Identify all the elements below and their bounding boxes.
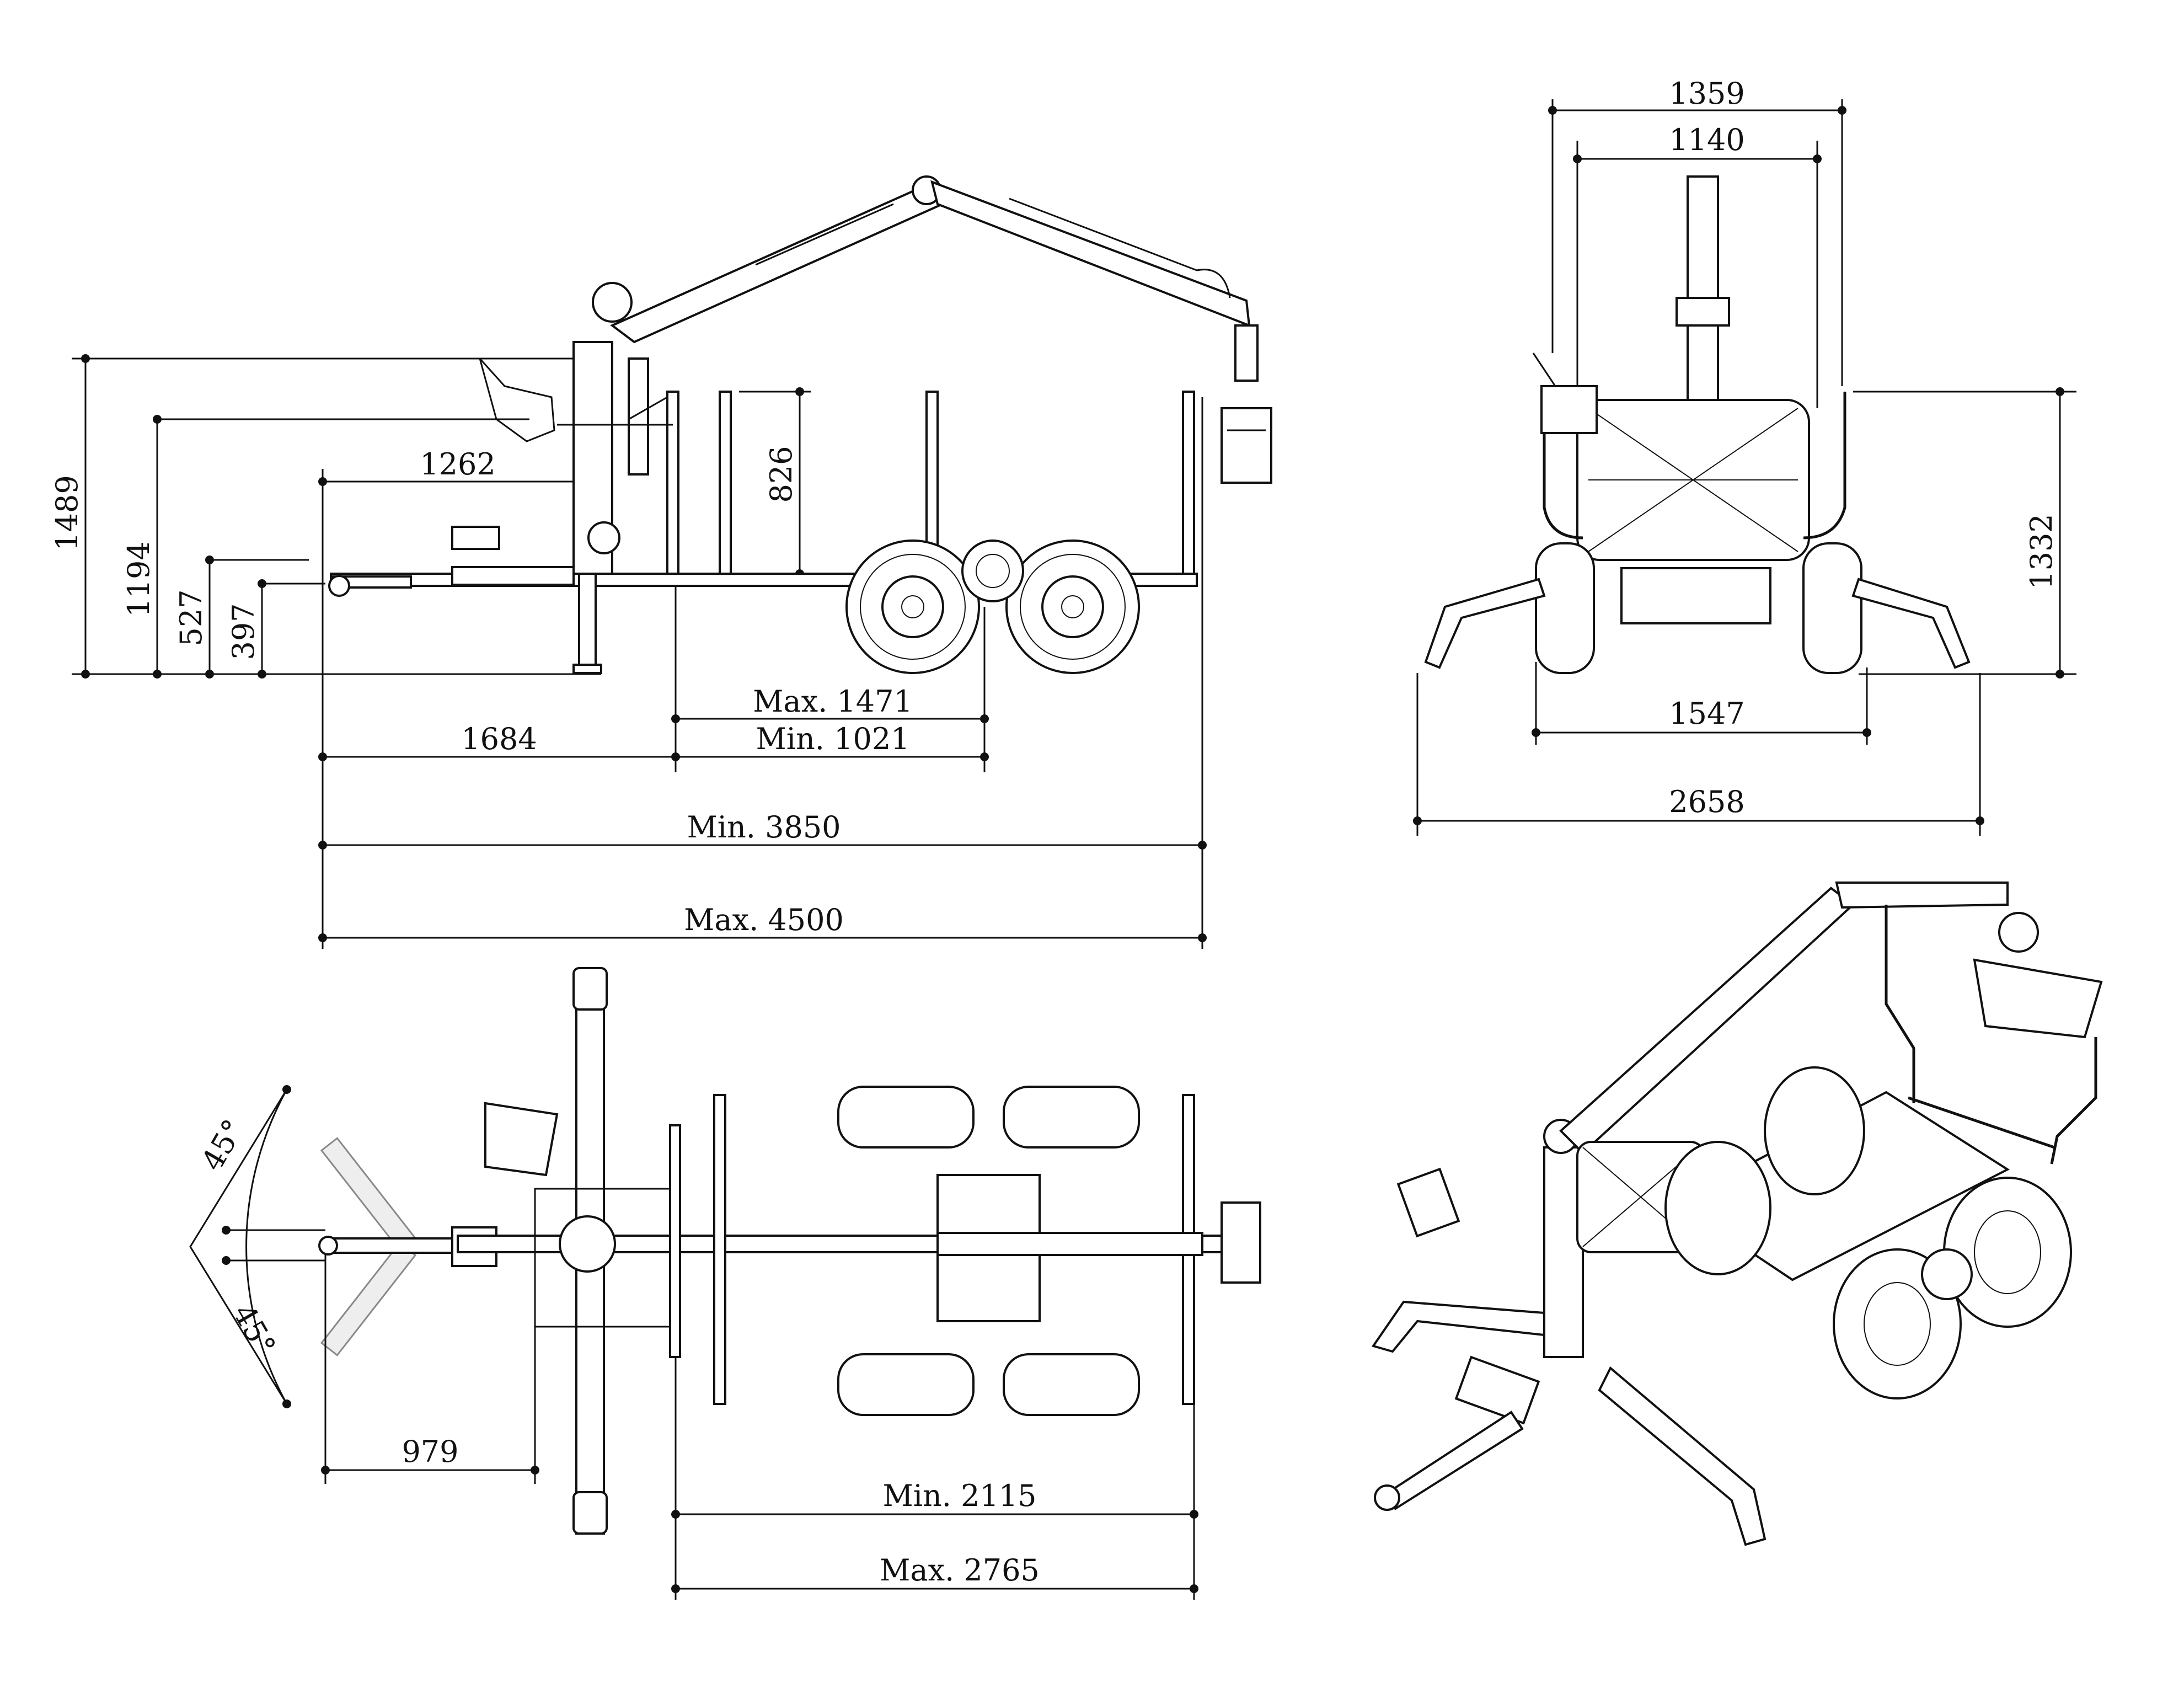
top-crane-boom (936, 1232, 1203, 1256)
iso-drawbar (1383, 1411, 1524, 1510)
side-view: 1489 1194 527 397 1262 826 Max. 1471 Min… (50, 175, 1272, 949)
dim-min-1021: Min. 1021 (756, 722, 909, 756)
swing-arc (245, 1089, 288, 1404)
stake-4 (1182, 391, 1195, 575)
iso-tire-2 (1764, 1066, 1865, 1195)
iso-bogie-hub (1921, 1248, 1973, 1300)
iso-outrigger-left (1371, 1300, 1545, 1353)
rear-left-tire (1535, 542, 1595, 674)
main-boom (610, 180, 950, 344)
dim-min-2115: Min. 2115 (882, 1478, 1036, 1513)
dim-826: 826 (764, 446, 799, 503)
rotator (1234, 324, 1259, 382)
iso-tire-1 (1664, 1141, 1771, 1275)
rear-right-tire (1802, 542, 1862, 674)
top-crane-base (559, 1215, 616, 1273)
iso-toolbox (1454, 1355, 1540, 1425)
iso-outrigger-right (1598, 1366, 1767, 1546)
dim-max-4500: Max. 4500 (684, 902, 844, 937)
left-outrigger (1424, 578, 1546, 669)
top-drawbar (324, 1237, 459, 1254)
stake-1 (666, 391, 679, 575)
iso-control-valves (1396, 1167, 1460, 1238)
dim-1194: 1194 (121, 541, 156, 617)
iso-grapple (1973, 958, 2103, 1039)
top-grapple (1221, 1201, 1261, 1284)
perspective-view (1371, 882, 2103, 1546)
dim-1332: 1332 (2024, 514, 2059, 589)
dim-max-1471: Max. 1471 (753, 684, 913, 719)
control-valve-block (479, 357, 555, 442)
right-outrigger (1851, 578, 1971, 669)
iso-rotator (1998, 912, 2039, 953)
top-tire-rl (837, 1353, 975, 1416)
toolbox (451, 526, 500, 550)
iso-outer-boom (1835, 882, 2009, 909)
dim-1262: 1262 (420, 447, 495, 482)
dim-1359: 1359 (1669, 76, 1744, 111)
stake-2 (719, 391, 732, 575)
outer-boom (930, 180, 1251, 328)
rear-view: 1359 1140 1332 1547 2658 (1413, 76, 2076, 836)
iso-tire-4 (1943, 1177, 2072, 1328)
top-view: 45° 45° 979 Min. 2115 Max. 2765 (189, 967, 1261, 1600)
top-tire-rr (1003, 1353, 1140, 1416)
crane-slewing-head (592, 282, 633, 323)
bogie-hub (961, 539, 1024, 602)
dim-527: 527 (174, 589, 208, 646)
dim-397: 397 (226, 603, 261, 660)
rear-control-valves (1540, 385, 1598, 434)
angle-lower: 45° (226, 1299, 282, 1361)
top-tire-fr (1003, 1086, 1140, 1149)
dim-1140: 1140 (1669, 122, 1744, 157)
dim-1684: 1684 (461, 722, 537, 756)
top-tire-fl (837, 1086, 975, 1149)
dim-max-2765: Max. 2765 (880, 1553, 1040, 1588)
wheel-front (845, 539, 980, 674)
swing-range-lines (189, 1089, 288, 1404)
dim-1547: 1547 (1669, 696, 1744, 731)
top-stake-1 (713, 1094, 726, 1405)
dim-min-3850: Min. 3850 (687, 810, 841, 845)
rear-base (1620, 567, 1771, 624)
dim-1489: 1489 (50, 475, 84, 551)
top-control-valves (484, 1102, 559, 1177)
grapple (1221, 407, 1272, 484)
dim-2658: 2658 (1669, 784, 1744, 819)
dim-979: 979 (402, 1434, 458, 1469)
wheel-rear (1005, 539, 1140, 674)
angle-upper: 45° (195, 1114, 251, 1177)
